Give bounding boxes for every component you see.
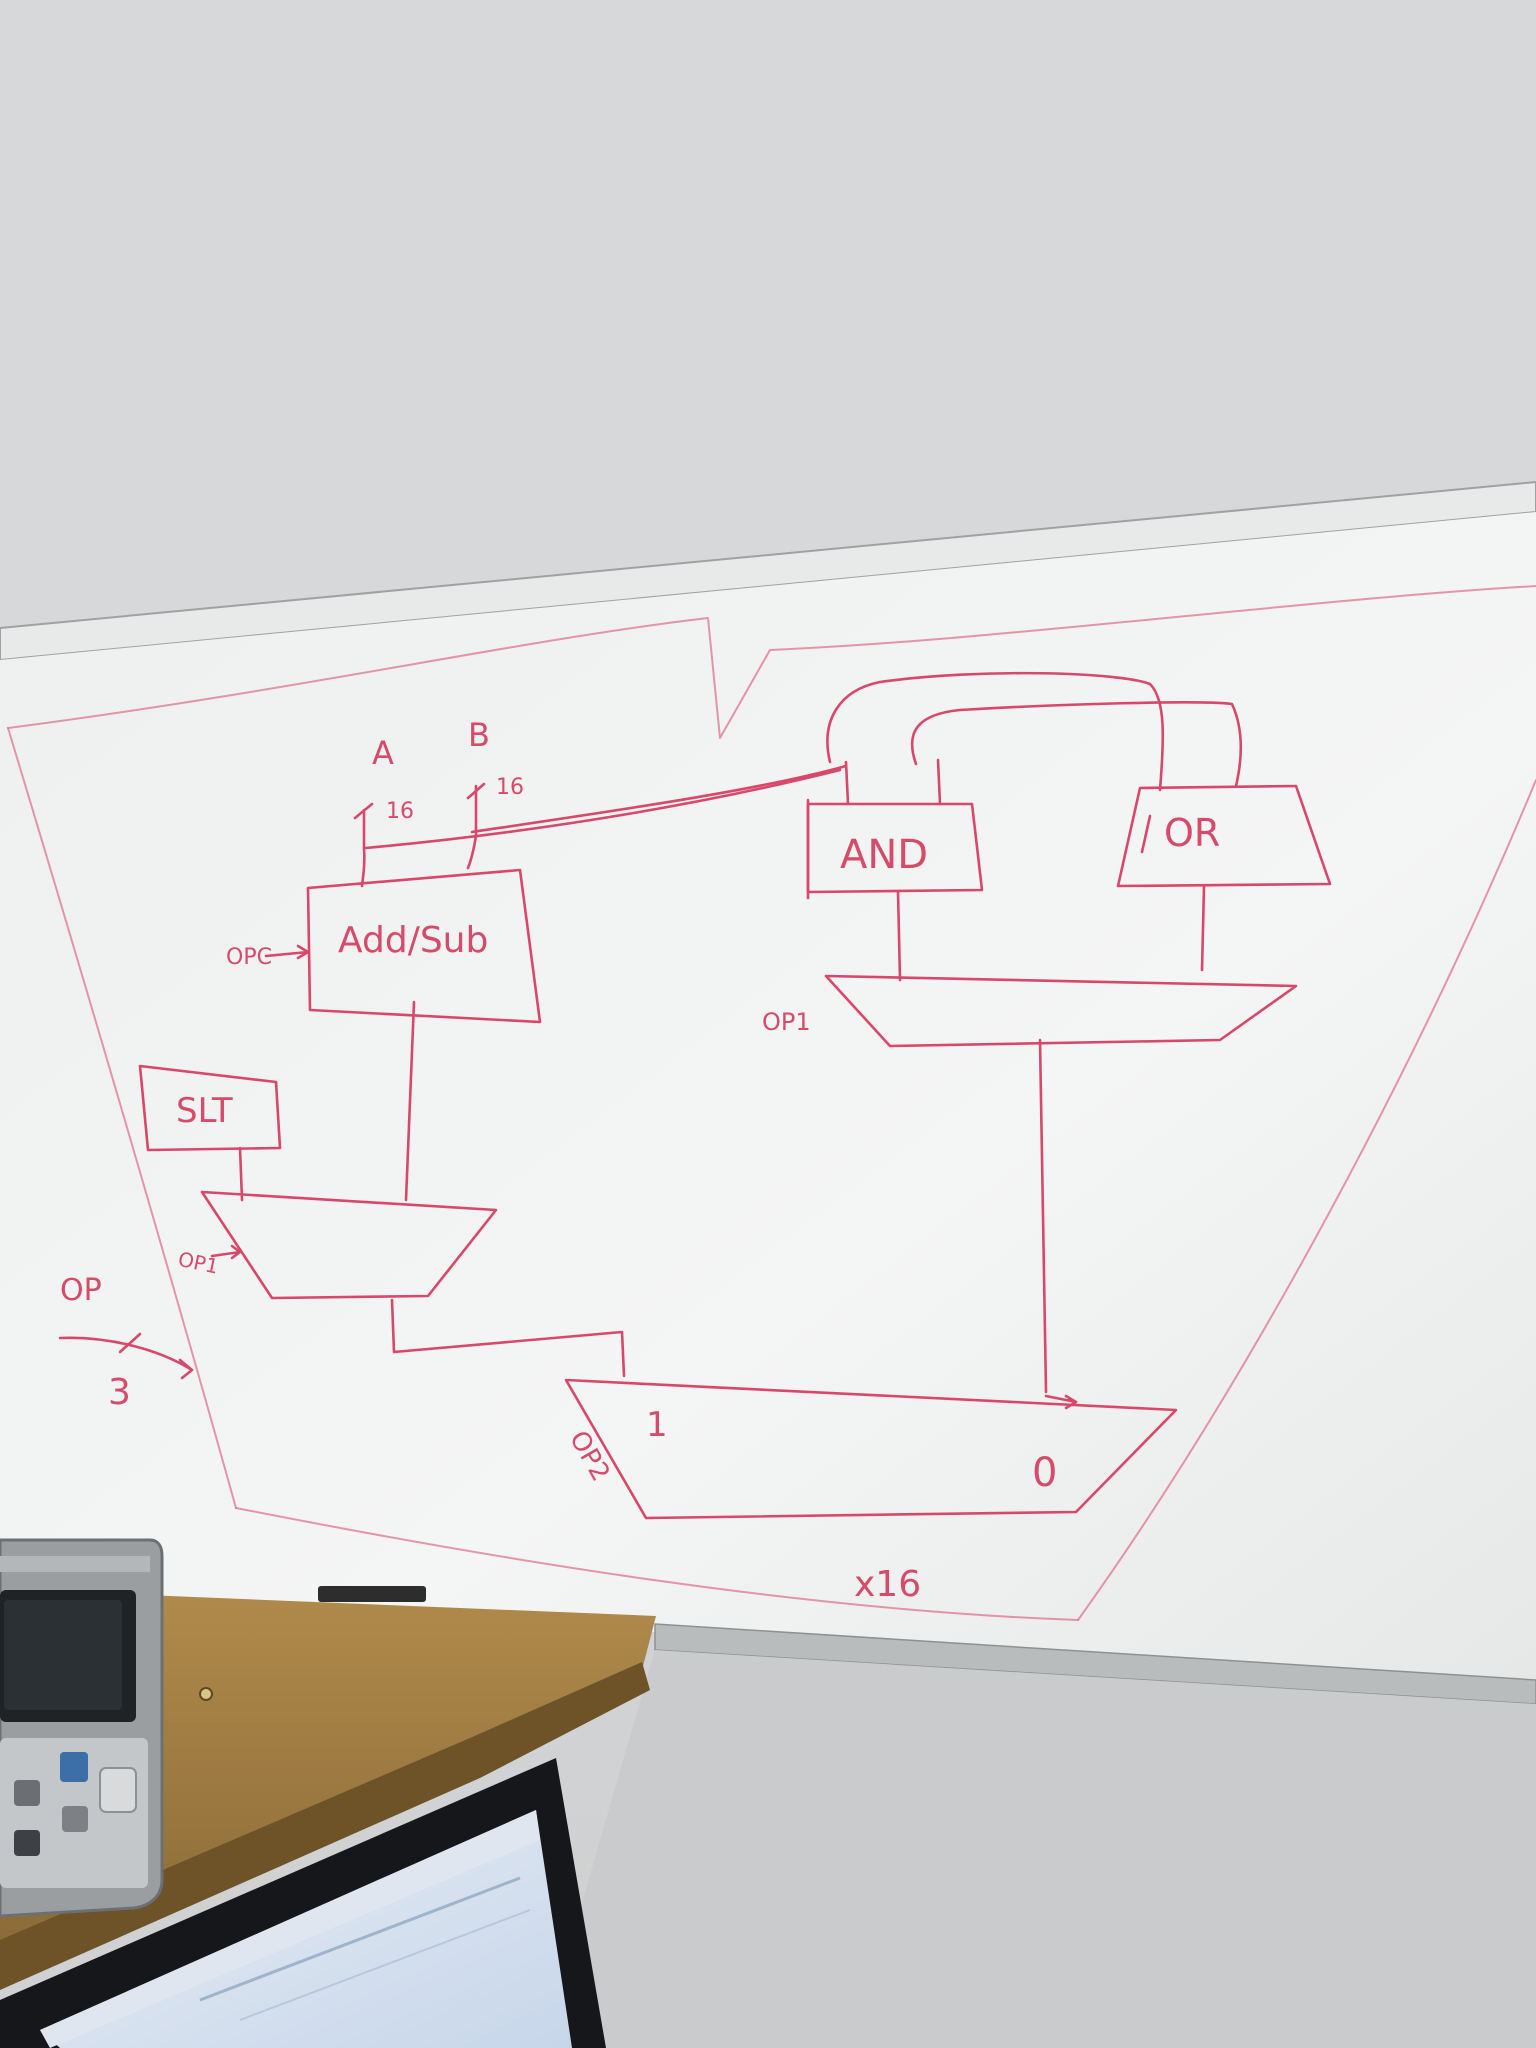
label-or: OR — [1164, 811, 1220, 855]
label-op1-logic: OP1 — [762, 1008, 811, 1036]
lower-wall — [540, 1650, 1536, 2048]
opc-arrow — [264, 944, 310, 960]
slt-block — [138, 1064, 282, 1152]
label-op-width: 3 — [108, 1372, 131, 1413]
add-sub-block — [306, 868, 542, 1024]
label-width-a: 16 — [386, 799, 414, 824]
desk-edge — [0, 1662, 650, 1990]
wire-a-slash — [353, 802, 374, 820]
and-out — [896, 890, 902, 982]
wire-to-and — [470, 764, 848, 834]
loop-outer — [826, 671, 1165, 792]
eraser — [318, 1586, 426, 1602]
mux-final — [564, 1378, 1178, 1520]
whiteboard-surface — [0, 512, 1536, 1690]
diagram-ink — [7, 585, 1536, 1621]
label-opc: OPC — [226, 945, 272, 970]
label-input-a: A — [372, 734, 394, 772]
op-wire-slash — [118, 1332, 142, 1354]
label-and: AND — [840, 832, 928, 878]
label-slt: SLT — [176, 1091, 233, 1131]
wire-ab-join — [364, 768, 842, 850]
mux-logic-out — [1038, 1038, 1048, 1394]
or-out — [1200, 884, 1206, 972]
wire-a — [360, 808, 366, 888]
monitor — [0, 1758, 606, 2048]
final-arrow — [1044, 1394, 1078, 1410]
desk-top — [0, 1594, 656, 1960]
label-width-b: 16 — [496, 775, 524, 800]
and-in-wires — [844, 758, 942, 806]
mux-slt-out — [390, 1298, 626, 1378]
board-rail — [0, 480, 1536, 662]
or-left-stroke — [1140, 814, 1152, 854]
bench-instrument — [0, 1538, 164, 1918]
mux-logic — [824, 974, 1298, 1048]
or-block — [1116, 784, 1332, 888]
desk-screw — [199, 1687, 213, 1701]
wire-b-slash — [466, 782, 486, 800]
label-op: OP — [60, 1273, 102, 1308]
mux-slt — [200, 1190, 498, 1300]
op1-slt-arrow — [210, 1244, 242, 1260]
board-tray — [654, 1623, 1536, 1705]
label-repeat: x16 — [854, 1564, 921, 1605]
loop-inner — [910, 701, 1243, 788]
addsub-out-wire — [404, 1000, 416, 1202]
label-input-b: B — [468, 716, 490, 754]
outer-bottom-edge — [235, 1507, 1079, 1621]
outer-left-edge — [7, 727, 237, 1509]
slt-wire — [238, 1146, 244, 1202]
upper-board-surface — [0, 0, 1536, 640]
label-add-sub: Add/Sub — [338, 920, 488, 961]
outer-right-edge — [1077, 779, 1536, 1621]
label-mux-one: 1 — [646, 1405, 668, 1445]
outer-wrapper-line — [7, 585, 1536, 739]
op-wire — [58, 1336, 194, 1380]
label-mux-zero: 0 — [1032, 1450, 1057, 1496]
